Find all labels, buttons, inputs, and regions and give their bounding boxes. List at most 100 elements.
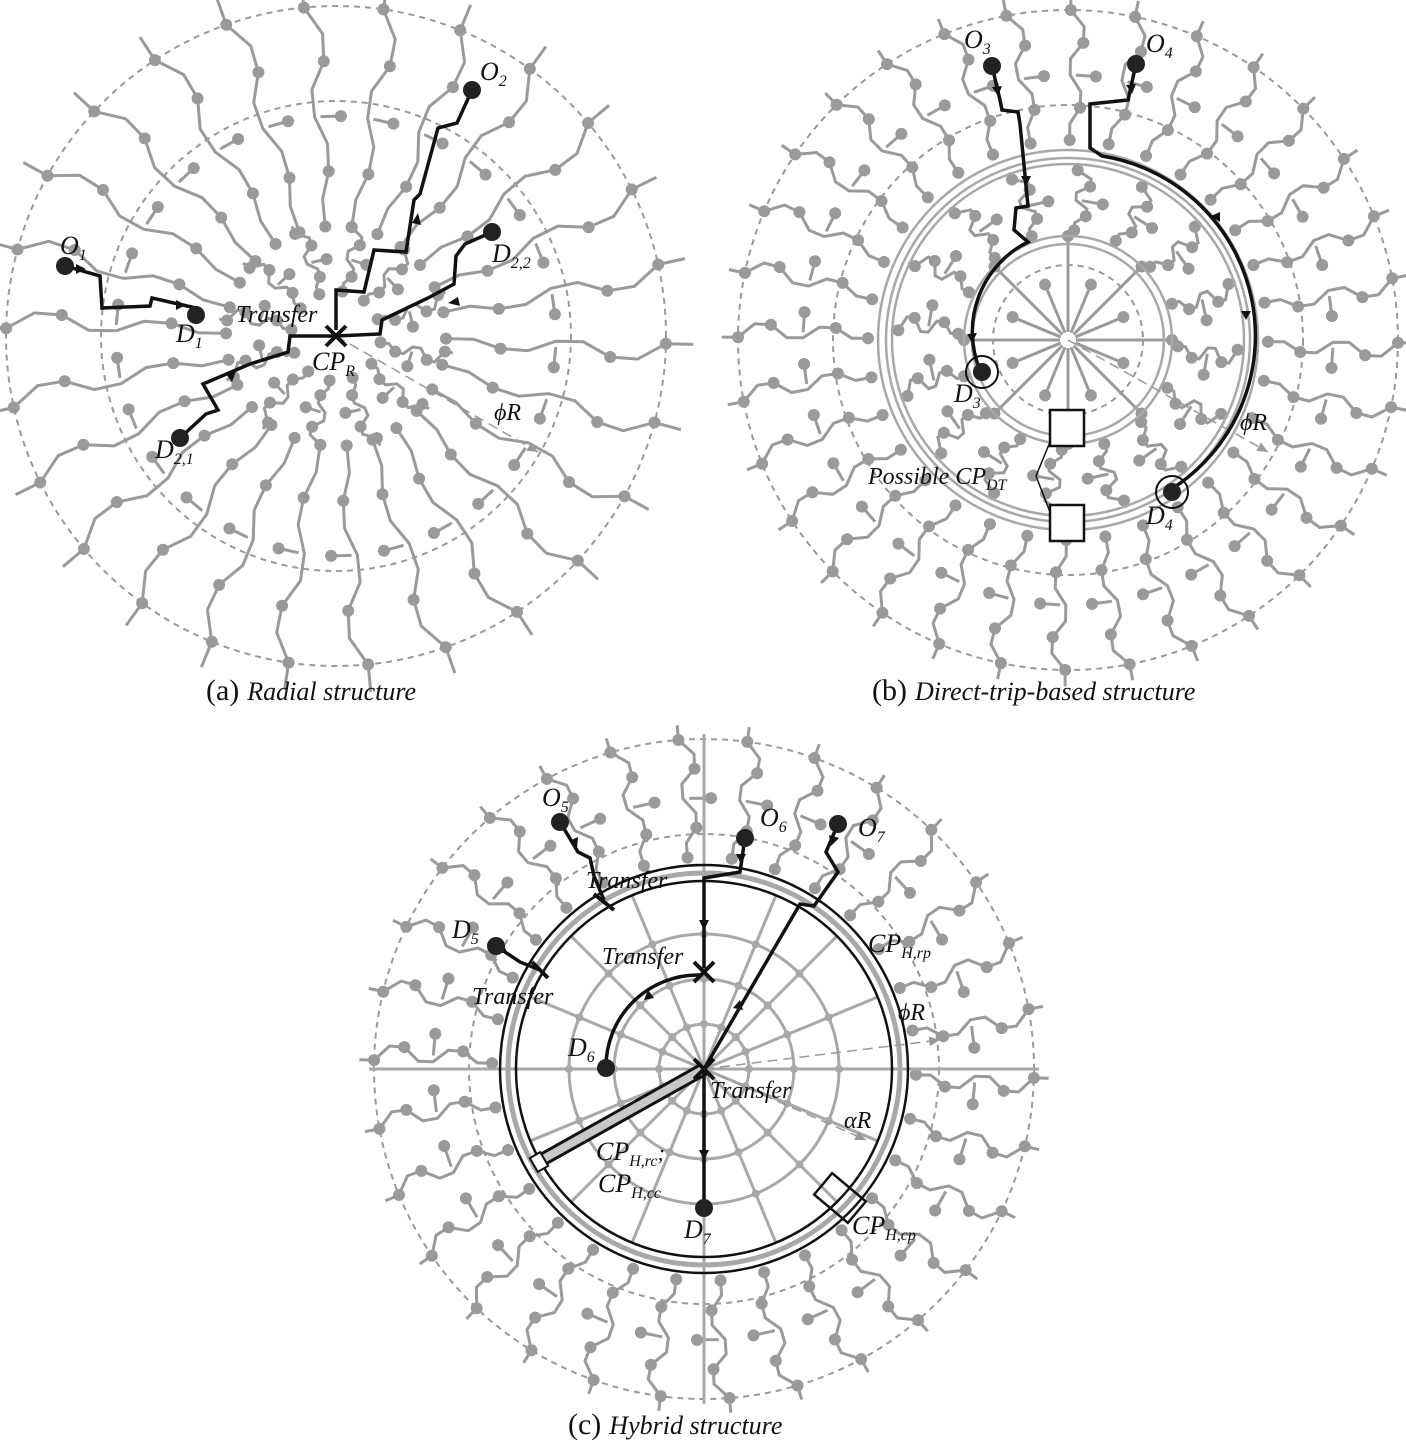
street-node <box>438 1140 451 1152</box>
street-node <box>644 1358 657 1371</box>
street-node <box>1227 446 1240 459</box>
label-cphcc: CPH,cc <box>598 1169 661 1202</box>
street-node <box>563 476 575 489</box>
node-d3 <box>973 363 991 381</box>
street-node <box>953 904 966 917</box>
label-d1: D1 <box>175 319 203 352</box>
street-branch <box>890 315 959 336</box>
street-node <box>640 828 653 841</box>
street-node <box>337 494 350 507</box>
street-node <box>481 1271 494 1283</box>
street-node <box>427 1084 440 1097</box>
street-node <box>283 171 296 184</box>
street-node <box>1141 200 1154 213</box>
inner-spoke <box>1072 265 1143 336</box>
street-branch <box>301 0 331 227</box>
street-node <box>414 259 426 271</box>
street-node <box>950 250 962 262</box>
street-node <box>1325 361 1338 374</box>
street-branch <box>341 445 373 692</box>
street-node <box>302 365 315 378</box>
street-branch <box>14 383 239 497</box>
street-node <box>262 416 274 429</box>
street-node <box>1188 101 1201 114</box>
street-node <box>173 278 186 291</box>
street-node <box>938 1080 951 1093</box>
street-node <box>1136 434 1149 447</box>
street-node <box>634 1326 647 1339</box>
node-d7 <box>695 1199 713 1217</box>
street-node <box>1117 356 1130 369</box>
street-branch <box>983 438 1022 501</box>
street-node <box>604 351 617 363</box>
street-branch <box>777 448 902 532</box>
panel-b-nodes <box>965 55 1189 509</box>
street-node <box>908 260 921 273</box>
street-node <box>533 1278 546 1290</box>
street-node <box>533 412 546 425</box>
street-branch <box>419 104 611 267</box>
street-branch <box>1234 148 1359 232</box>
street-node <box>313 288 326 301</box>
street-node <box>928 254 941 267</box>
node-d21 <box>171 429 189 447</box>
street-node <box>320 253 333 266</box>
street-node <box>1042 195 1055 208</box>
street-node <box>276 599 289 612</box>
street-node <box>549 163 562 176</box>
street-node <box>1248 473 1261 485</box>
street-node <box>1325 310 1338 322</box>
street-node <box>594 812 607 825</box>
street-node <box>866 1192 879 1205</box>
street-node <box>439 641 452 654</box>
street-node <box>1117 311 1130 324</box>
street-node <box>126 247 139 260</box>
street-branch <box>441 363 682 433</box>
panel-a-labels: O1 O2 D1 D2,2 D2,1 CPR Transfer ϕR <box>60 57 531 468</box>
street-node <box>1212 295 1225 308</box>
street-branch <box>22 161 241 284</box>
street-node <box>1024 137 1037 150</box>
street-node <box>436 358 449 371</box>
street-node <box>1300 511 1313 524</box>
street-node <box>400 920 413 933</box>
street-node <box>1317 181 1330 194</box>
path-o2-cp <box>334 89 474 330</box>
node-o6 <box>736 829 754 847</box>
street-branch <box>368 979 499 1021</box>
street-node <box>1185 568 1198 581</box>
street-node <box>1100 484 1113 497</box>
street-branch <box>364 1100 496 1134</box>
street-node <box>560 901 573 914</box>
web-node <box>682 1106 691 1115</box>
web-spoke <box>570 935 706 1071</box>
street-node <box>551 1216 564 1229</box>
panel-b-middle-ring <box>832 104 1304 576</box>
street-node <box>187 162 200 175</box>
street-branch <box>1252 208 1390 267</box>
street-branch <box>395 427 534 636</box>
street-node <box>191 92 204 105</box>
street-node <box>892 324 905 337</box>
street-node <box>1262 335 1274 348</box>
street-node <box>222 353 235 366</box>
street-node <box>220 327 232 340</box>
street-node <box>58 375 71 388</box>
inner-spoke <box>1069 283 1093 334</box>
web-node <box>665 1148 674 1157</box>
street-node <box>288 431 301 444</box>
street-node <box>433 921 446 934</box>
street-node <box>97 183 109 196</box>
street-node <box>877 255 890 268</box>
label-transfer-mid: Transfer <box>602 944 684 970</box>
street-branch <box>1001 0 1037 144</box>
street-node <box>846 1253 859 1266</box>
street-node <box>1268 167 1281 180</box>
street-branch <box>1166 386 1229 425</box>
street-node <box>436 137 449 150</box>
street-node <box>799 1249 811 1262</box>
street-node <box>1006 356 1019 369</box>
street-node <box>904 1112 917 1125</box>
web-node <box>700 975 708 983</box>
street-node <box>1135 416 1148 429</box>
